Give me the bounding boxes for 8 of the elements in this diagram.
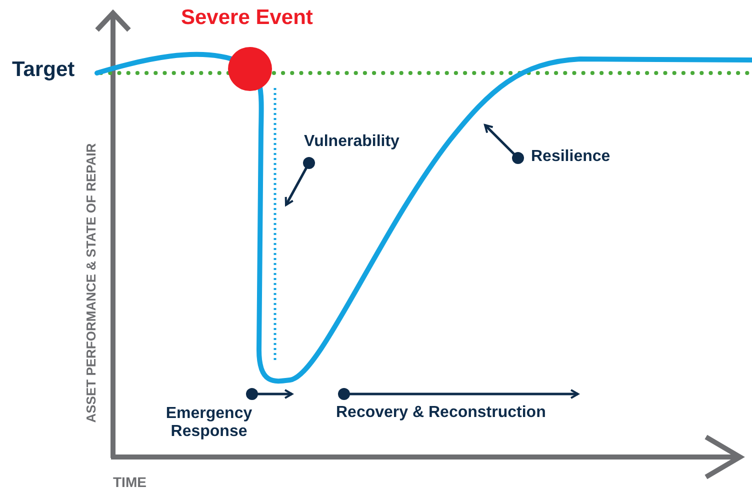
phase-label: Emergency Response — [164, 405, 254, 442]
phase-label: Recovery & Reconstruction — [336, 404, 546, 422]
annotation-label: Vulnerability — [304, 133, 400, 152]
target-label: Target — [12, 58, 75, 82]
annotation-label: Resilience — [531, 148, 610, 166]
axis-label: TIME — [113, 474, 146, 490]
event-label: Severe Event — [181, 6, 313, 30]
axis-label: ASSET PERFORMANCE & STATE OF REPAIR — [84, 143, 100, 423]
